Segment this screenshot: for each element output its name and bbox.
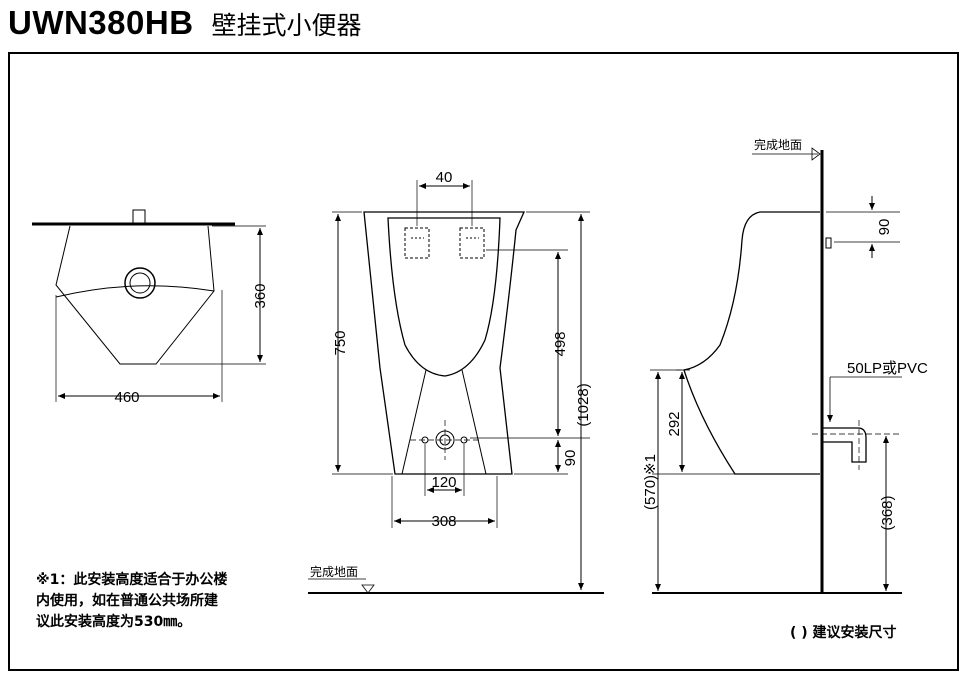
spud-ring-inner [129, 272, 151, 294]
top-view-rim [55, 285, 215, 298]
install-note: ※1：此安装高度适合于办公楼 内使用，如在普通公共场所建 议此安装高度为530㎜… [36, 570, 227, 633]
inlet-connector [132, 209, 146, 224]
side-view [650, 147, 902, 594]
floor-marker-side [811, 147, 821, 161]
dim-40: 40 [436, 169, 453, 186]
dim-308: 308 [431, 513, 456, 530]
dim-460: 460 [114, 389, 139, 406]
dim-120: 120 [431, 474, 456, 491]
drain-pipe [822, 427, 867, 463]
dim-368: (368) [879, 495, 896, 530]
front-view-bowl [387, 217, 501, 377]
pipe-label: 50LP或PVC [847, 360, 928, 377]
dim-1028: (1028) [575, 383, 592, 426]
legend: ( ) 建议安装尺寸 [790, 625, 897, 641]
note-line: 议此安装高度为530㎜。 [36, 614, 192, 630]
drawing-frame [8, 52, 959, 671]
floor-label-front: 完成地面 [310, 564, 358, 579]
front-view-left-rib [401, 369, 427, 475]
dim-498: 498 [552, 331, 569, 356]
top-view-outline [55, 225, 215, 365]
dim-360: 360 [252, 283, 269, 308]
note-line: ※1：此安装高度适合于办公楼 [36, 572, 228, 588]
floor-marker-front [361, 584, 375, 594]
side-inlet-connector [825, 237, 832, 249]
model-number: UWN380HB [8, 4, 194, 41]
product-name: 壁挂式小便器 [211, 11, 362, 40]
spud-ring-outer [124, 267, 156, 299]
dim-750: 750 [332, 330, 349, 355]
front-view-right-rib [461, 369, 487, 475]
side-view-outline [683, 211, 820, 475]
floor-label-side: 完成地面 [754, 137, 802, 152]
front-view [308, 180, 604, 594]
right-outlet-box [459, 227, 485, 259]
dim-90-front: 90 [562, 450, 579, 467]
front-view-outline [363, 211, 526, 475]
dim-90-side: 90 [876, 219, 893, 236]
dim-292: 292 [666, 411, 683, 436]
title: UWN380HB 壁挂式小便器 [8, 4, 362, 44]
dim-570: (570)※1 [642, 454, 659, 510]
left-outlet-box [404, 227, 430, 259]
top-view [32, 209, 266, 402]
note-line: 内使用，如在普通公共场所建 [36, 593, 218, 609]
